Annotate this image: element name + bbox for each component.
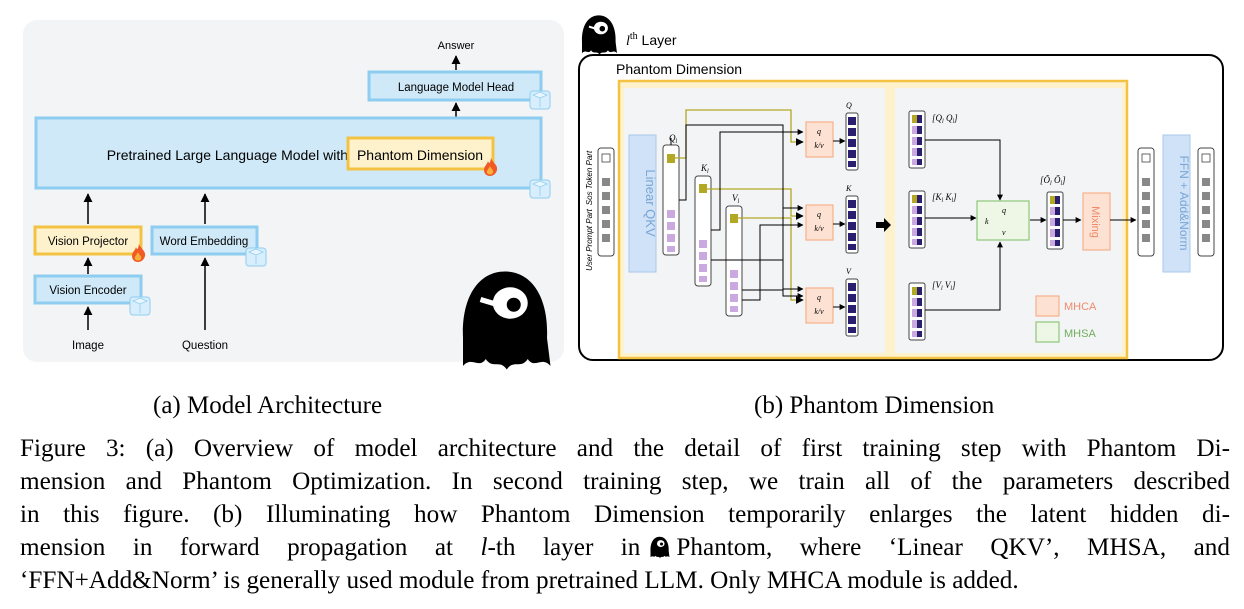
linear-qkv-block (628, 134, 657, 273)
mixing-label: Mixing (1089, 206, 1101, 238)
language-model-head-label: Language Model Head (398, 82, 514, 94)
mhca-attention-v: q k/v (805, 287, 834, 324)
subcaption-b: (b) Phantom Dimension (754, 392, 995, 419)
mhsa-q-label: q (1002, 206, 1006, 215)
question-label: Question (182, 340, 228, 352)
k-token-column (694, 175, 712, 287)
final-token-column (1197, 147, 1215, 257)
panel-a-background (23, 20, 564, 362)
phantom-dimension-highlight (346, 136, 495, 171)
svg-text:q: q (817, 127, 821, 136)
subcaption-a: (a) Model Architecture (153, 392, 383, 419)
svg-text:k/v: k/v (814, 224, 824, 233)
panel-a-model-architecture: Answer Language Model Head Pretrained La… (23, 20, 564, 370)
k-label: Kl (700, 163, 709, 175)
sos-token-routes (675, 109, 804, 304)
mhsa-block (976, 200, 1030, 241)
phantom-dimension-title: Phantom Dimension (616, 61, 742, 77)
mixing-block (1082, 192, 1111, 251)
concat-q-column (908, 110, 926, 169)
phantom-ghost-icon (650, 536, 670, 558)
ffn-add-norm-block (1162, 134, 1191, 273)
vision-encoder-block (33, 274, 143, 305)
caption-line-4: mension in forward propagation at l-th l… (20, 534, 1230, 561)
vision-encoder-label: Vision Encoder (49, 285, 126, 297)
caption-line-3: in this figure. (b) Illuminating how Pha… (20, 501, 1230, 528)
vision-projector-block (33, 225, 143, 256)
sos-token-part-label: Sos Token Part (585, 150, 594, 205)
answer-label: Answer (438, 40, 475, 52)
q-star-label: Q (846, 101, 852, 110)
concat-v-label: [Vl Vl] (932, 280, 956, 292)
q-label: Ql (669, 133, 678, 145)
mhca-attention-q: q k/v (805, 121, 834, 158)
svg-text:q: q (817, 293, 821, 302)
mhca-outputs (833, 138, 846, 310)
concat-output-label: [Õl Õl] (1040, 175, 1066, 187)
q-token-column (662, 144, 680, 256)
legend-mhca-label: MHCA (1064, 301, 1097, 313)
vision-projector-label: Vision Projector (48, 236, 128, 248)
caption-line-5: ‘FFN+Add&Norm’ is generally used module … (20, 567, 1019, 594)
legend-mhca-swatch (1035, 295, 1060, 317)
input-token-column (597, 147, 615, 257)
legend-mhsa-label: MHSA (1064, 328, 1096, 340)
q-star-column (845, 112, 859, 171)
mhca-attention-k: q k/v (805, 204, 834, 241)
caption-line-1: Figure 3: (a) Overview of model architec… (20, 435, 1230, 462)
llm-label: Pretrained Large Language Model with (107, 147, 348, 163)
v-token-column (725, 205, 743, 317)
v-star-label: V (846, 267, 852, 276)
v-label: Vl (732, 193, 740, 205)
frozen-ice-icon (129, 296, 151, 316)
output-token-column (1137, 147, 1155, 257)
k-star-label: K (845, 184, 852, 193)
concat-q-label: [Ql Ql] (932, 113, 958, 125)
layer-title: lth Layer (626, 31, 677, 49)
phantom-dimension-highlight-label: Phantom Dimension (357, 147, 483, 163)
token-routes (670, 124, 804, 301)
word-embedding-block (150, 225, 259, 256)
phantom-ghost-icon (580, 14, 619, 56)
ffn-add-norm-label: FFN + Add&Norm (1177, 155, 1191, 250)
panel-b-phantom-dimension: lth Layer Phantom Dimension Sos Token Pa… (578, 14, 1224, 361)
concat-k-column (908, 190, 926, 249)
mhsa-routes (925, 139, 1047, 311)
svg-text:q: q (817, 210, 821, 219)
transition-arrow (876, 218, 891, 232)
legend-mhsa-swatch (1035, 321, 1060, 343)
linear-qkv-label: Linear QKV (643, 169, 658, 237)
concat-v-column (908, 282, 926, 341)
language-model-head-block (367, 70, 543, 102)
v-star-column (845, 278, 859, 337)
concat-k-label: [Kl Kl] (932, 192, 957, 204)
k-star-column (845, 195, 859, 254)
user-prompt-part-label: User Prompt Part (585, 208, 594, 271)
figure-caption: Figure 3: (a) Overview of model architec… (20, 432, 1230, 597)
mhsa-k-label: k (985, 217, 989, 226)
mhsa-v-label: v (1002, 228, 1006, 237)
word-embedding-label: Word Embedding (160, 236, 249, 248)
concat-output-column (1046, 191, 1064, 250)
figure-diagram: Answer Language Model Head Pretrained La… (23, 14, 1224, 390)
frozen-ice-icon (529, 179, 551, 199)
image-label: Image (72, 340, 104, 352)
svg-text:k/v: k/v (814, 307, 824, 316)
caption-line-2: mension and Phantom Optimization. In sec… (20, 468, 1230, 495)
svg-text:k/v: k/v (814, 141, 824, 150)
frozen-ice-icon (245, 247, 267, 267)
frozen-ice-icon (529, 90, 551, 110)
